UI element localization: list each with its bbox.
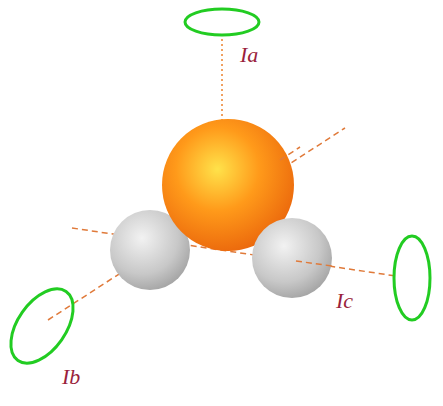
axis-label: Ib <box>62 366 80 388</box>
rotation-ring <box>394 236 430 320</box>
rotation-ring <box>185 9 259 35</box>
axis-label: Ia <box>240 44 258 66</box>
hydrogen-atom <box>252 218 332 298</box>
rotation-axis <box>296 261 332 266</box>
rotation-axis <box>280 147 300 160</box>
rotation-ring <box>0 278 86 374</box>
axis-label: Ic <box>336 290 353 312</box>
